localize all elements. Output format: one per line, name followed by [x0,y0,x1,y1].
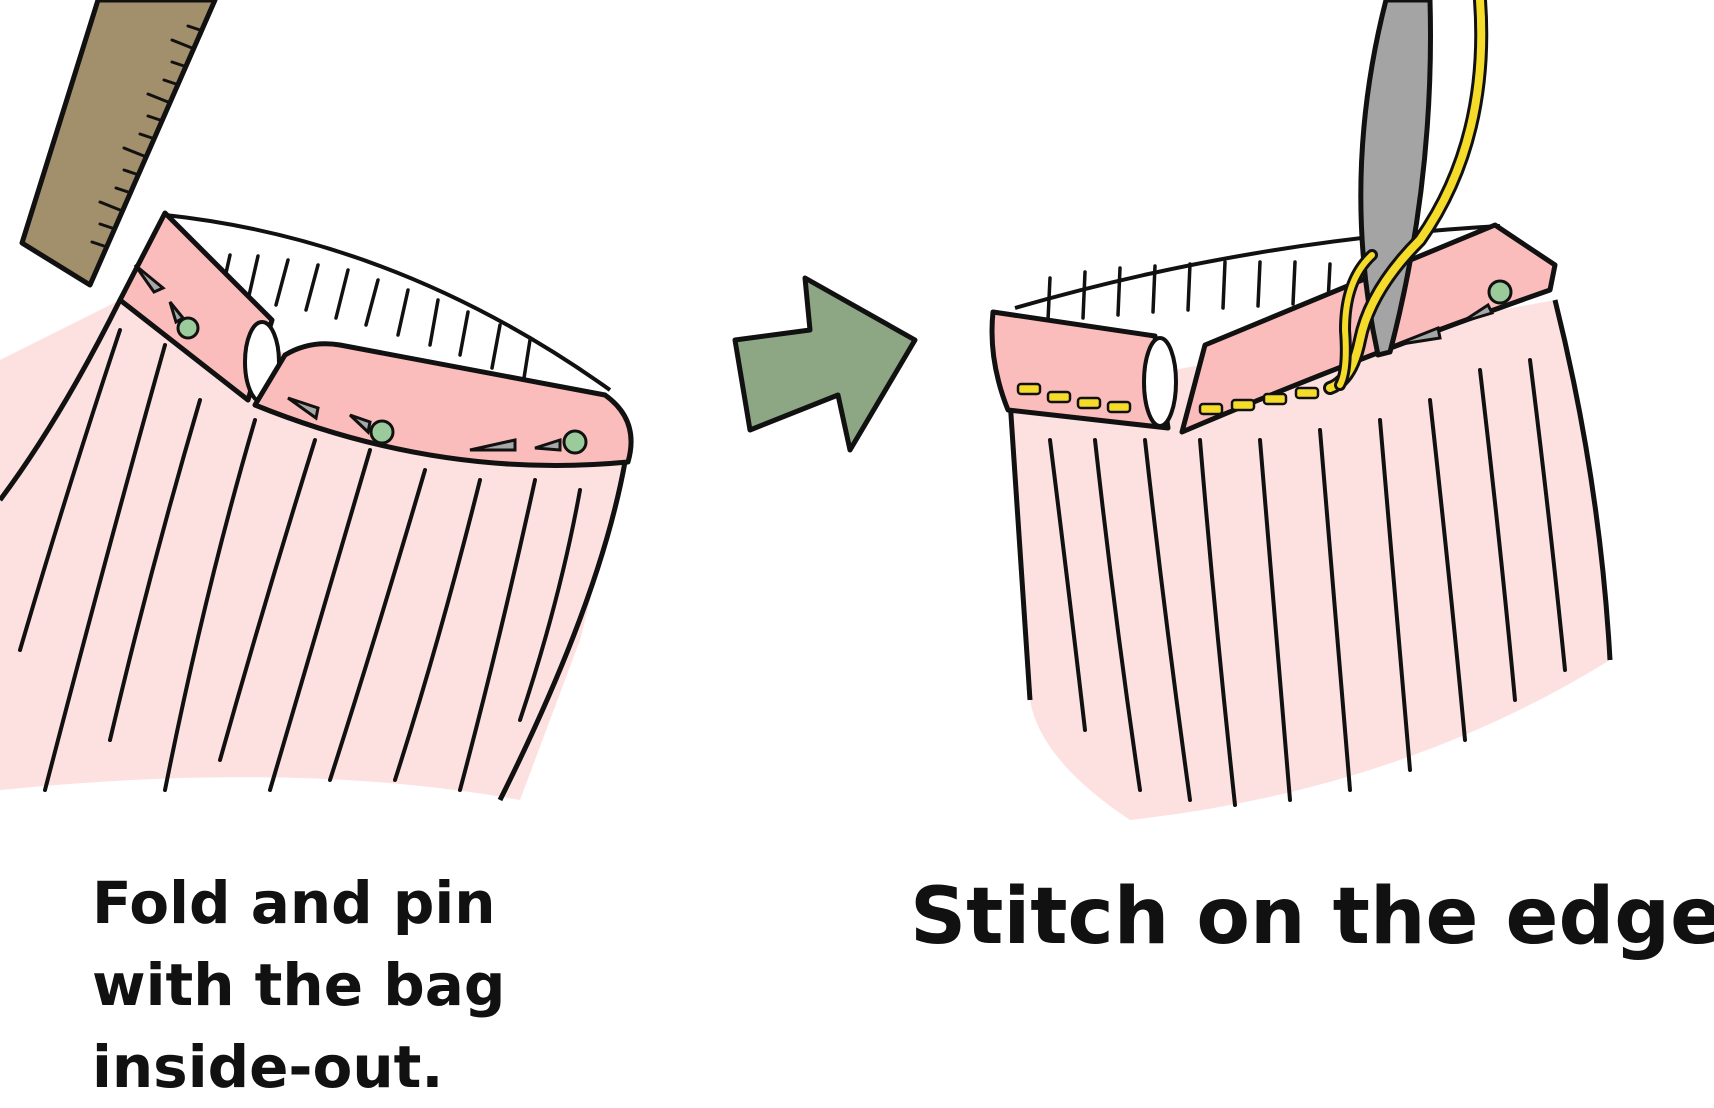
needle-icon [1358,0,1433,358]
folded-hem-right [252,341,634,468]
step-2-caption: Stitch on the edge. [910,872,1714,962]
pin-icon [133,263,588,455]
folded-hem-left [989,309,1171,431]
stitch-line [1016,382,1320,416]
pin-icon [1394,279,1513,347]
caption-line: Stitch on the edge. [910,872,1714,962]
arrow-right-icon [732,275,918,453]
caption-line: Fold and pin [92,869,496,937]
ruler-icon [19,0,218,288]
caption-line: with the bag [92,951,506,1019]
step-1-caption: Fold and pin with the bag inside-out. [92,862,505,1108]
step-2-bag-stitched [989,0,1613,820]
thread-icon [1323,0,1489,395]
caption-line: inside-out. [92,1033,444,1101]
folded-hem-left [117,210,275,403]
step-1-bag-folded-pinned [0,0,634,802]
